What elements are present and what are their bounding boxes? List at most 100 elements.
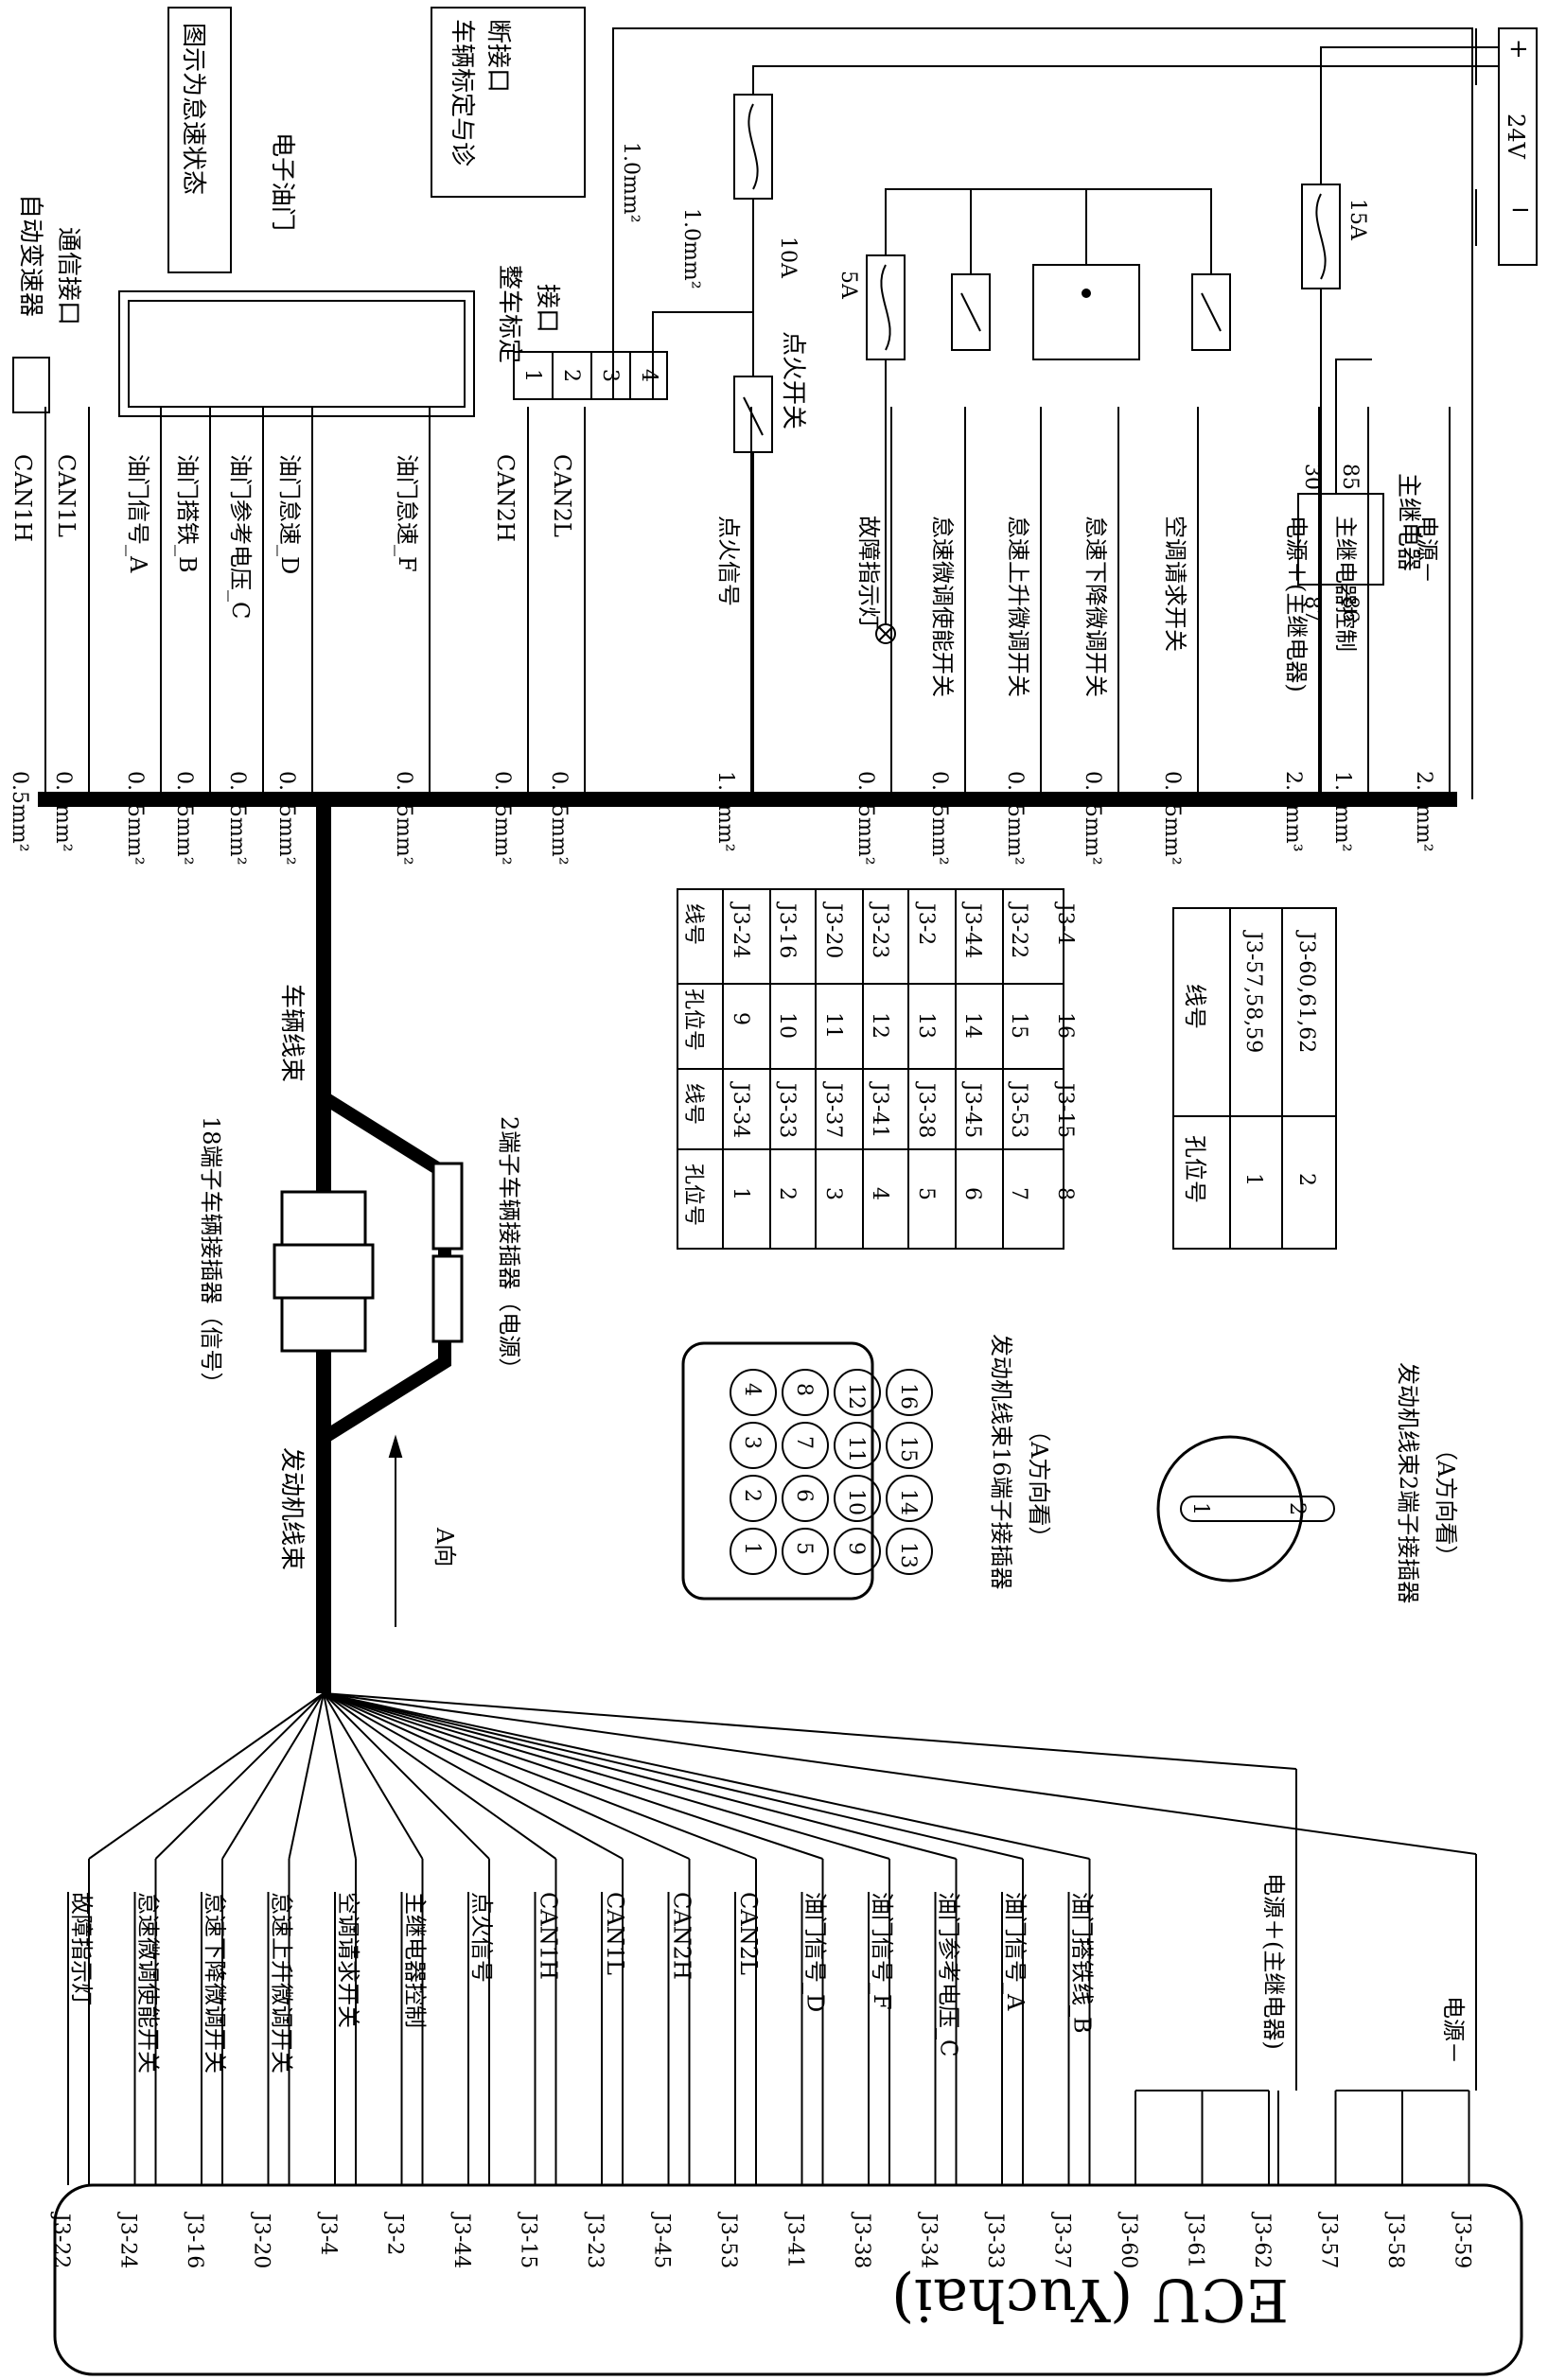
ecu-wire-label: 油门信号_D	[802, 1892, 829, 2012]
relay-top-wire	[1335, 359, 1372, 494]
table16-cell: J3-38	[914, 1081, 938, 1138]
table2-cell: J3-57,58,59	[1241, 930, 1265, 1053]
table16-cell: 9	[729, 1012, 752, 1025]
conn16-pin-circle	[834, 1369, 881, 1416]
conn16-pin-label: 4	[740, 1383, 764, 1396]
idle-updown-switch	[1032, 264, 1140, 360]
conn16-pin-label: 13	[896, 1542, 920, 1568]
fan-line	[323, 1692, 490, 1860]
ecu-pin-J3-15: J3-15	[517, 2212, 540, 2268]
wire-label-1: 1.0mm²	[619, 142, 642, 223]
conn2-sub: （A方向看）	[1433, 1438, 1459, 1567]
table16-grid	[677, 888, 1064, 1250]
table16-header-wire: 线号	[681, 1083, 705, 1125]
table16-cell: 4	[868, 1187, 891, 1200]
conn16-pin-circle	[730, 1369, 777, 1416]
table16-cell: J3-2	[914, 901, 938, 945]
table2-cell: J3-60,61,62	[1294, 930, 1318, 1053]
bus-size-label: 0.75mm²	[392, 771, 415, 866]
connector18-label: 18端子车辆接插器（信号）	[198, 1116, 224, 1395]
fan-line	[323, 1692, 690, 1860]
table16-cell: J3-45	[960, 1081, 984, 1138]
bus-size-label: 1.0mm²	[713, 771, 737, 852]
bus-drop-lines	[44, 27, 1499, 799]
bus-size-label: 0.75mm²	[853, 771, 877, 866]
bus-name-label: 故障指示灯	[855, 516, 882, 629]
table16-cell: J3-20	[821, 901, 845, 958]
ecu-pin-J3-2: J3-2	[383, 2212, 407, 2255]
ecu-body	[53, 2183, 1523, 2376]
fan-line	[323, 1692, 1477, 1855]
fuse-10a	[733, 94, 773, 200]
table16-header-pos: 孔位号	[681, 989, 705, 1051]
bus-size-label: 0.75mm²	[1081, 771, 1104, 866]
port-pin-3: 3	[598, 369, 622, 382]
table16-cell: J3-34	[729, 1081, 752, 1138]
relay-pin-86: 86	[1338, 596, 1362, 622]
conn16-pins	[730, 1369, 933, 1575]
table2-header-pos: 孔位号	[1182, 1135, 1208, 1203]
ecu-title: ECU (Yuchai)	[891, 2266, 1289, 2335]
fuse-5a	[866, 254, 906, 360]
conn16-pin-label: 6	[792, 1489, 816, 1502]
fuse15-label: 15A	[1346, 199, 1369, 241]
bus-name-label: 油门信号_A	[125, 454, 151, 573]
table16-cell: J3-44	[960, 901, 984, 958]
conn16-body	[681, 1341, 874, 1601]
ecu-pin-J3-16: J3-16	[183, 2212, 206, 2268]
bus-size-label: 0.75mm²	[1003, 771, 1027, 866]
bus-size-label: 0.75mm²	[172, 771, 196, 866]
bus-size-label: 0.5mm²	[8, 771, 31, 852]
bus-size-label: 0.75mm²	[927, 771, 951, 866]
throttle-box	[118, 290, 475, 417]
fan-line	[154, 1692, 325, 1860]
table16-cell: J3-22	[1007, 901, 1030, 958]
throttle-label: 电子油门	[268, 132, 296, 231]
fan-line	[323, 1692, 424, 1860]
relay-pin-87: 87	[1300, 596, 1324, 622]
conn16-pin-circle	[886, 1369, 933, 1416]
table16-cell: 6	[960, 1187, 984, 1200]
ignition-switch-label: 点火开关	[779, 331, 807, 429]
ecu-wire-label: 怠速下降微调开关	[202, 1892, 228, 2074]
ignition-switch	[733, 376, 773, 453]
bus-name-label: 电源＋(主继电器)	[1283, 516, 1310, 692]
ecu-fan-lines	[67, 1692, 1477, 2185]
table16-cell: J3-24	[729, 901, 752, 958]
table16-header-wire: 线号	[681, 903, 705, 945]
table16-cell: J3-16	[775, 901, 799, 958]
bus-name-label: 怠速微调使能开关	[929, 516, 956, 697]
ecu-wire-label: CAN2L	[735, 1892, 762, 1975]
conn16-pin-circle	[834, 1528, 881, 1575]
table16-cell: J3-15	[1053, 1081, 1077, 1138]
fan-line	[323, 1692, 624, 1860]
ecu-pin-J3-4: J3-4	[316, 2212, 340, 2255]
conn16-pin-circle	[782, 1475, 829, 1522]
ecu-wire-label: CAN1L	[602, 1892, 628, 1975]
bus-name-label: 怠速上升微调开关	[1005, 516, 1031, 697]
ecu-pin-J3-61: J3-61	[1184, 2212, 1207, 2268]
conn16-pin-label: 8	[792, 1383, 816, 1396]
table16-cell: J3-23	[868, 901, 891, 958]
bus-size-label: 0.75mm²	[225, 771, 249, 866]
table16-cell: 12	[868, 1012, 891, 1039]
table16-cell: 5	[914, 1187, 938, 1200]
conn16-pin-circle	[730, 1422, 777, 1469]
conn16-pin-circle	[730, 1475, 777, 1522]
ecu-pin-J3-44: J3-44	[449, 2212, 473, 2268]
table16-cell: J3-37	[821, 1081, 845, 1138]
conn16-pin-label: 9	[844, 1542, 868, 1555]
ecu-pin-J3-41: J3-41	[783, 2212, 807, 2268]
ecu-wire-label: 油门信号_F	[869, 1892, 895, 2010]
table16-cell: 11	[821, 1012, 845, 1039]
bus-size-label: 0.75mm²	[547, 771, 571, 866]
vehicle-port-title-2: 接口	[533, 284, 561, 333]
idle-state-label: 图示为怠速状态	[179, 23, 207, 195]
table16-header-pos: 孔位号	[681, 1164, 705, 1226]
bus-name-label: CAN2L	[549, 454, 575, 537]
ecu-wire-label: 点火信号	[468, 1892, 495, 1983]
ecu-pin-J3-59: J3-59	[1451, 2212, 1474, 2268]
ecu-wire-label: 故障指示灯	[68, 1892, 95, 2005]
